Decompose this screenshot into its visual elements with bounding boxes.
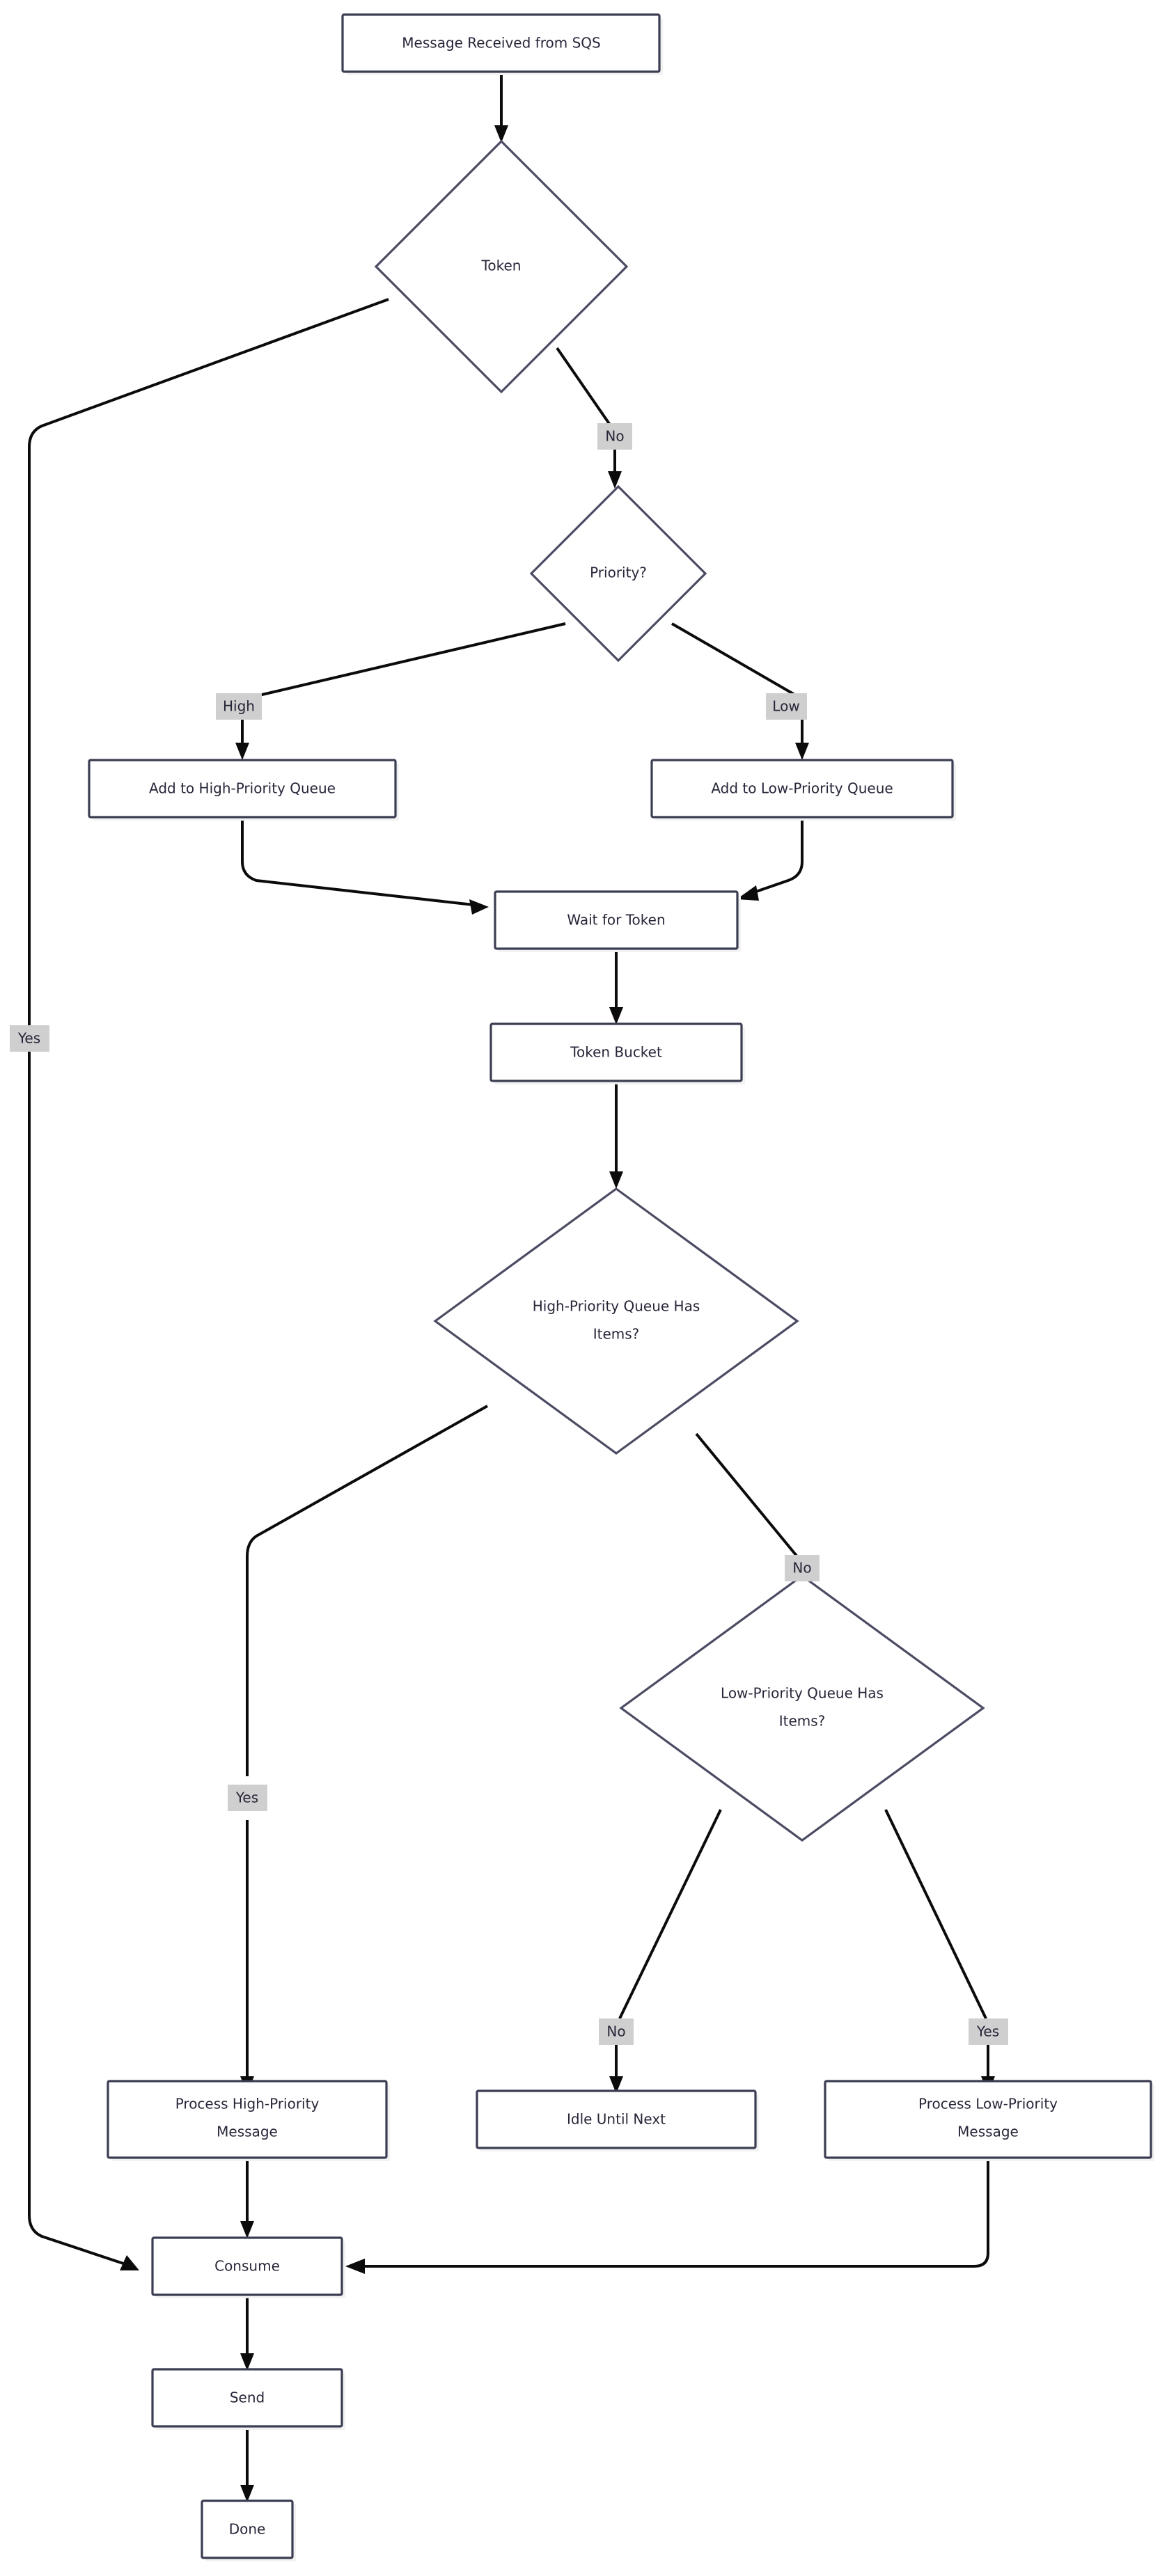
node-wait-for-token[interactable]: Wait for Token (494, 890, 741, 952)
node-label-line1: Process Low-Priority (918, 2096, 1058, 2112)
edge-proclow-to-consume (345, 2158, 989, 2274)
node-layer: Message Received from SQS Token Priority… (88, 13, 1154, 2561)
edge-label-hpcheck-no: No (785, 1555, 820, 1581)
node-token-decision[interactable]: Token (374, 139, 629, 394)
node-label-line1: High-Priority Queue Has (533, 1298, 700, 1315)
edge-label-text: No (605, 428, 624, 445)
edge-token-to-consume-yes (28, 298, 389, 2270)
edge-lpcheck-to-idle-no (609, 1809, 722, 2094)
node-label-line2: Message (217, 2124, 278, 2140)
edge-priority-to-addlow-low (671, 622, 809, 760)
node-done[interactable]: Done (201, 2499, 296, 2561)
edge-consume-to-send (240, 2296, 254, 2371)
node-add-to-low-priority-queue[interactable]: Add to Low-Priority Queue (650, 759, 956, 821)
node-label: Message Received from SQS (402, 35, 600, 52)
edge-label-lpcheck-yes: Yes (969, 2018, 1008, 2045)
edge-label-hpcheck-yes: Yes (228, 1785, 267, 1811)
node-label: Token (481, 258, 522, 274)
edge-label-text: No (606, 2023, 625, 2040)
node-label: Consume (214, 2258, 280, 2275)
node-label: Add to High-Priority Queue (149, 780, 336, 797)
edge-token-to-priority-no (556, 347, 622, 489)
node-process-high-priority-message[interactable]: Process High-Priority Message (107, 2080, 390, 2161)
edge-layer (28, 73, 995, 2502)
edge-label-text: Yes (235, 1789, 258, 1806)
node-add-to-high-priority-queue[interactable]: Add to High-Priority Queue (88, 759, 399, 821)
node-token-bucket[interactable]: Token Bucket (489, 1022, 745, 1084)
node-message-received-from-sqs[interactable]: Message Received from SQS (341, 13, 663, 75)
edge-label-lpcheck-no: No (599, 2018, 634, 2045)
edge-label-text: High (223, 698, 255, 715)
edge-hpcheck-to-prochigh-yes (240, 1405, 488, 2094)
node-label-line2: Items? (779, 1713, 826, 1730)
edge-label-text: Yes (976, 2023, 999, 2040)
node-label: Wait for Token (567, 912, 665, 929)
edge-wait-to-bucket (609, 949, 623, 1025)
node-high-priority-queue-has-items-decision[interactable]: High-Priority Queue Has Items? (433, 1187, 799, 1455)
edge-priority-to-addhigh-high (235, 622, 566, 760)
edge-lpcheck-to-proclow-yes (884, 1809, 995, 2094)
node-process-low-priority-message[interactable]: Process Low-Priority Message (824, 2080, 1154, 2161)
edge-bucket-to-hpcheck (609, 1082, 623, 1189)
node-label: Done (229, 2521, 266, 2538)
edge-send-to-done (240, 2427, 254, 2502)
edge-label-priority-high: High (216, 693, 262, 720)
edge-label-text: Low (772, 698, 799, 715)
edge-label-text: No (792, 1560, 811, 1577)
edge-addlow-to-wait (737, 818, 804, 901)
edge-label-priority-low: Low (766, 693, 807, 720)
node-label-line1: Low-Priority Queue Has (721, 1685, 884, 1702)
node-label: Token Bucket (570, 1044, 662, 1061)
node-label-line2: Message (957, 2124, 1019, 2140)
edge-label-layer: No Yes High Low Yes No (10, 423, 1008, 2045)
node-label: Idle Until Next (567, 2111, 666, 2128)
edge-label-token-yes: Yes (10, 1025, 49, 1052)
node-label: Send (230, 2389, 265, 2406)
node-low-priority-queue-has-items-decision[interactable]: Low-Priority Queue Has Items? (619, 1574, 985, 1842)
node-consume[interactable]: Consume (151, 2236, 345, 2298)
node-label: Priority? (590, 564, 647, 581)
node-idle-until-next[interactable]: Idle Until Next (476, 2089, 759, 2151)
edge-addhigh-to-wait (241, 818, 489, 915)
edge-label-text: Yes (17, 1030, 40, 1047)
edge-prochigh-to-consume (240, 2158, 254, 2238)
node-label-line1: Process High-Priority (175, 2096, 320, 2112)
node-label-line2: Items? (593, 1326, 640, 1343)
edge-label-token-no: No (597, 423, 632, 450)
node-priority-decision[interactable]: Priority? (529, 484, 707, 663)
node-label: Add to Low-Priority Queue (711, 780, 893, 797)
node-send[interactable]: Send (151, 2368, 345, 2430)
edge-sqs-to-token (494, 73, 508, 143)
